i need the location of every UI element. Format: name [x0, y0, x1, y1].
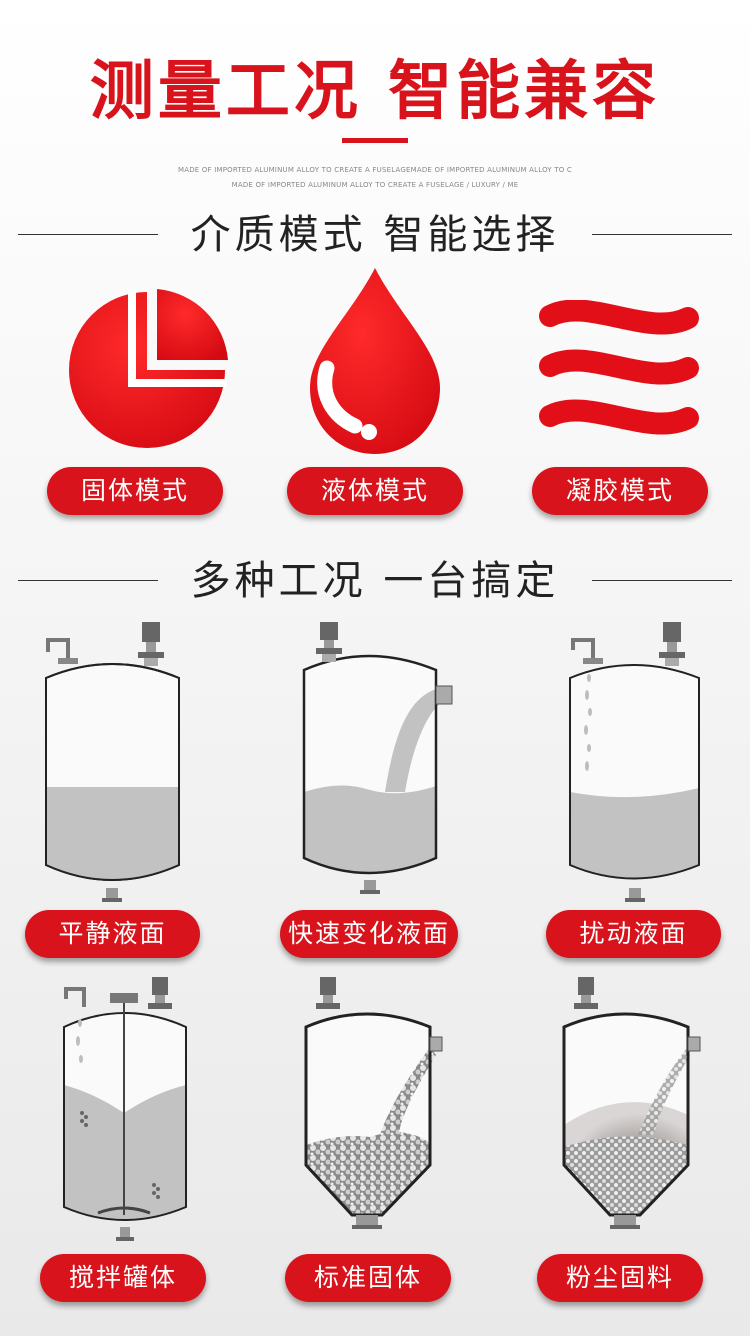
pie-chart-icon	[69, 289, 228, 448]
calm-liquid-button[interactable]: 平静液面	[25, 910, 200, 958]
section-divider-left	[18, 580, 158, 581]
waves-icon	[539, 300, 699, 435]
tank-dusty-solid	[562, 977, 701, 1229]
section-divider-right	[592, 580, 732, 581]
section-media-mode: 介质模式 智能选择	[0, 210, 750, 260]
gel-mode-button[interactable]: 凝胶模式	[532, 467, 708, 515]
disturbed-liquid-button[interactable]: 扰动液面	[546, 910, 721, 958]
section-divider-left	[18, 234, 158, 235]
subtitle-line-2: MADE OF IMPORTED ALUMINUM ALLOY TO CREAT…	[231, 181, 519, 189]
standard-solid-button[interactable]: 标准固体	[285, 1254, 451, 1302]
tank-calm-liquid	[45, 622, 180, 902]
section-heading: 介质模式 智能选择	[190, 212, 560, 258]
subtitle-line-1: MADE OF IMPORTED ALUMINUM ALLOY TO CREAT…	[177, 166, 573, 174]
tank-stirred	[63, 977, 187, 1241]
section-heading: 多种工况 一台搞定	[190, 558, 560, 604]
section-conditions: 多种工况 一台搞定	[0, 556, 750, 606]
dusty-solid-button[interactable]: 粉尘固料	[537, 1254, 703, 1302]
water-drop-icon	[310, 268, 440, 454]
liquid-mode-button[interactable]: 液体模式	[287, 467, 463, 515]
tank-standard-solid	[304, 977, 443, 1229]
section-divider-right	[592, 234, 732, 235]
fast-changing-liquid-button[interactable]: 快速变化液面	[280, 910, 458, 958]
stirred-tank-button[interactable]: 搅拌罐体	[40, 1254, 206, 1302]
page-title: 测量工况 智能兼容	[89, 55, 661, 129]
solid-mode-button[interactable]: 固体模式	[47, 467, 223, 515]
tank-disturbed-liquid	[569, 622, 700, 902]
tank-fast-changing-liquid	[302, 622, 453, 894]
title-underline	[342, 138, 408, 143]
